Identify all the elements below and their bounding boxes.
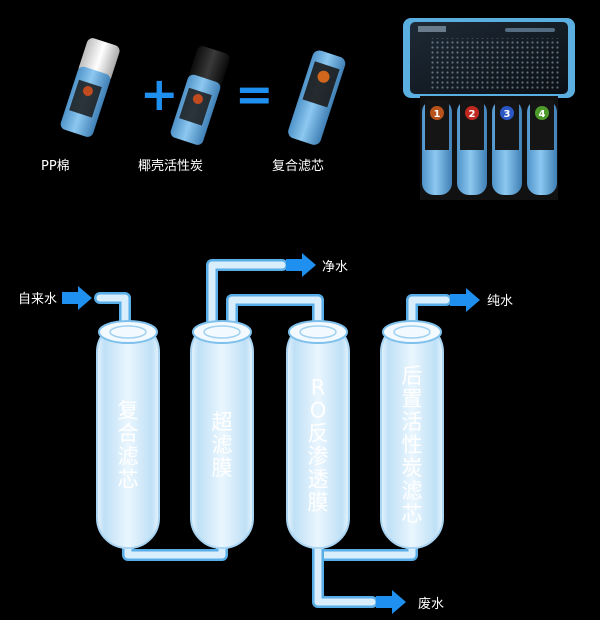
waste-water-arrow-icon <box>376 590 406 614</box>
composite-label: 复合滤芯 <box>272 159 324 174</box>
pp-cotton-cartridge-icon <box>60 38 120 137</box>
purifier-number-4: 4 <box>539 109 546 120</box>
stage-1-tube <box>96 320 160 549</box>
stage-3-tube <box>286 320 350 549</box>
cartridge-coconut-carbon <box>170 46 230 145</box>
clean-water-label: 净水 <box>322 260 348 275</box>
composite-cartridge-icon <box>288 50 346 145</box>
stage-2-label: 超滤膜 <box>212 410 233 480</box>
inlet-label: 自来水 <box>18 292 57 307</box>
cartridge-composite <box>288 50 346 145</box>
purifier-number-3: 3 <box>504 109 511 120</box>
equals-symbol: = <box>235 67 274 121</box>
cartridge-pp-cotton <box>60 38 120 137</box>
stage-1-label: 复合滤芯 <box>118 399 139 492</box>
plus-symbol: + <box>140 67 179 121</box>
pp-cotton-label: PP棉 <box>41 159 70 174</box>
stage-4-tube <box>380 320 444 549</box>
stage-4-label: 后置活性炭滤芯 <box>402 364 423 526</box>
pure-water-label: 纯水 <box>487 294 513 309</box>
purifier-number-2: 2 <box>469 109 476 120</box>
inlet-arrow-icon <box>62 286 92 310</box>
stage-2-tube <box>190 320 254 549</box>
purifier-number-1: 1 <box>434 109 441 120</box>
coconut-carbon-label: 椰壳活性炭 <box>138 159 203 174</box>
water-purifier-unit-icon: 1 2 3 4 <box>403 18 575 200</box>
purifier-cartridges: 1 2 3 4 <box>422 100 557 195</box>
waste-water-label: 废水 <box>418 596 444 612</box>
coconut-carbon-cartridge-icon <box>170 46 230 145</box>
clean-water-arrow-icon <box>286 253 316 277</box>
flow-arrows <box>62 253 480 614</box>
pure-water-arrow-icon <box>450 288 480 312</box>
